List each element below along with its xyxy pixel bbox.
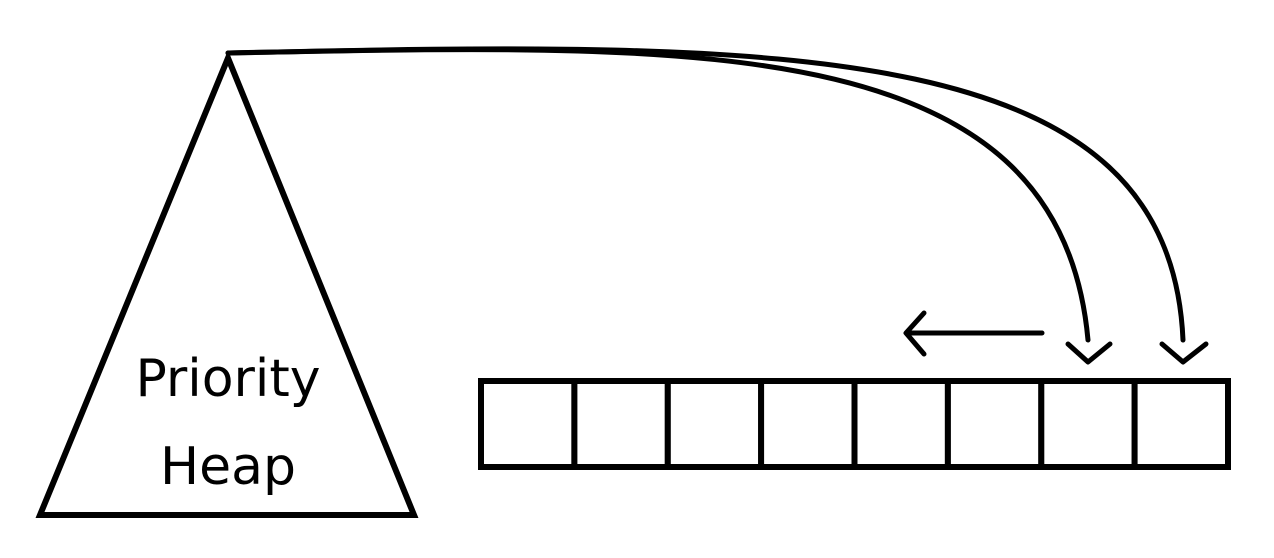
- heap-triangle: [35, 50, 419, 518]
- array-cell-4: [758, 378, 858, 470]
- array-cell-5: [851, 378, 951, 470]
- shift-arrow-head: [903, 310, 927, 357]
- array-cell-1: [478, 378, 578, 470]
- shift-left-arrow: [903, 310, 1045, 357]
- array: [478, 378, 1231, 470]
- arrowhead-cell-7: [1065, 341, 1113, 365]
- curve-arrow-to-cell-7: [225, 47, 1091, 343]
- array-cell-3: [664, 378, 765, 470]
- priority-heap: Priority Heap: [35, 50, 419, 518]
- extraction-arrows: [225, 46, 1209, 365]
- heap-label-line1: Priority: [135, 349, 320, 409]
- curve-arrow-to-cell-8: [225, 46, 1186, 343]
- heap-label-line2: Heap: [160, 437, 296, 497]
- array-cell-2: [571, 378, 671, 470]
- array-cell-6: [944, 378, 1045, 470]
- arrowhead-cell-8: [1159, 341, 1209, 365]
- array-cell-8: [1131, 378, 1231, 470]
- array-cell-7: [1038, 378, 1138, 470]
